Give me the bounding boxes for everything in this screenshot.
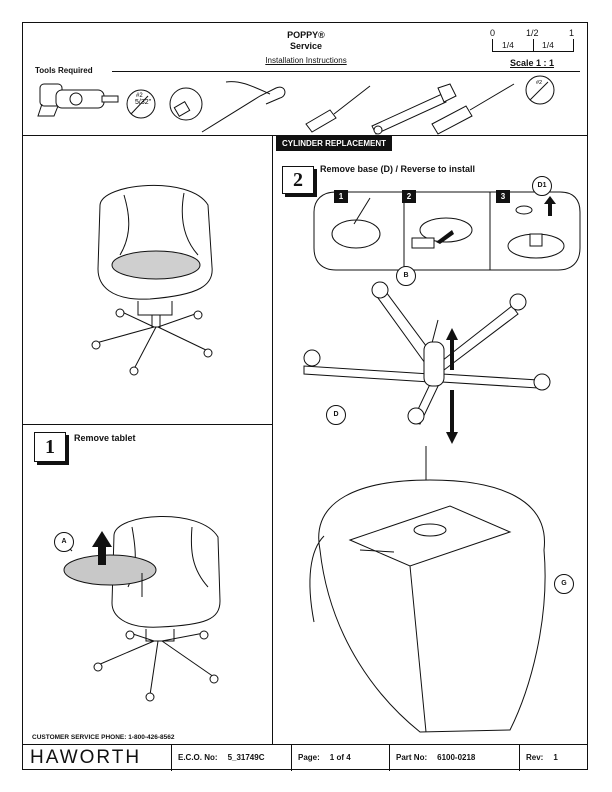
screwdriver-icon [305, 85, 371, 133]
substep-2-badge: 2 [402, 190, 416, 203]
detail-panel-illustration [313, 191, 581, 271]
page-label: Page: [298, 752, 320, 762]
chair-overview-illustration [91, 184, 213, 376]
chair-base-illustration [303, 281, 551, 444]
phillips-screwdriver-icon: #2 [431, 75, 555, 135]
step-2-number: 2 [282, 166, 314, 194]
section-banner: CYLINDER REPLACEMENT [276, 136, 393, 151]
callout-g: G [554, 574, 574, 594]
rev-value: 1 [553, 752, 558, 762]
substep-1-badge: 1 [334, 190, 348, 203]
part-label: Part No: [396, 752, 428, 762]
page-value: 1 of 4 [329, 752, 351, 762]
tools-divider [112, 71, 580, 72]
scale-sub-tick-right: 1/4 [542, 40, 554, 50]
allen-bit-label: 5/32" [135, 99, 152, 106]
scale-ruler: 0 1/2 1 1/4 1/4 Scale 1 : 1 [486, 28, 581, 72]
allen-wrench-icon [201, 81, 286, 133]
callout-b: B [396, 266, 416, 286]
callout-d: D [326, 405, 346, 425]
revision-cell: Rev: 1 [520, 745, 586, 771]
callout-a: A [54, 532, 74, 552]
up-arrow-icon [446, 328, 458, 370]
screwdriver-bit-label: #2 [536, 80, 542, 86]
pipe-wrench-icon [371, 83, 457, 135]
document-title: POPPY® Service [200, 30, 412, 52]
tools-required-label: Tools Required [35, 66, 93, 75]
document-type: Service [289, 41, 323, 51]
left-column-divider [22, 424, 272, 425]
title-block: HAWORTH E.C.O. No: 5_31749C Page: 1 of 4 P… [22, 744, 588, 771]
eco-label: E.C.O. No: [178, 752, 218, 762]
eco-number-cell: E.C.O. No: 5_31749C [172, 744, 292, 771]
page-frame [22, 22, 588, 770]
scale-bar [492, 39, 574, 52]
scale-tick-0: 0 [490, 28, 496, 38]
phillips-bit-label: #2 [136, 93, 143, 99]
tools-bottom-divider [22, 135, 588, 136]
part-number-cell: Part No: 6100-0218 [390, 744, 520, 771]
document-subtitle: Installation Instructions [265, 56, 347, 65]
part-value: 6100-0218 [437, 752, 476, 762]
tools-illustration: #2 5/32" #2 [37, 75, 555, 135]
customer-service-phone: CUSTOMER SERVICE PHONE: 1-800-426-8562 [32, 734, 175, 741]
rev-label: Rev: [526, 752, 544, 762]
lift-arrow-icon [92, 531, 112, 565]
callout-d1: D1 [532, 176, 552, 196]
eco-value: 5_31749C [227, 752, 265, 762]
remove-tablet-illustration [63, 516, 221, 702]
substep-3-badge: 3 [496, 190, 510, 203]
scale-sub-tick-left: 1/4 [502, 40, 514, 50]
page-number-cell: Page: 1 of 4 [292, 744, 390, 771]
down-arrow-icon [446, 390, 458, 444]
column-divider [272, 135, 273, 744]
power-drill-icon [37, 83, 119, 117]
seat-shell-illustration [309, 446, 546, 733]
scale-tick-1: 1 [569, 28, 575, 38]
allen-bit-icon: 5/32" [135, 87, 203, 121]
step-1-number: 1 [34, 432, 66, 462]
scale-label: Scale 1 : 1 [510, 58, 555, 68]
phillips-bit-icon: #2 [126, 89, 156, 119]
scale-tick-half: 1/2 [526, 28, 539, 38]
haworth-logo: HAWORTH [22, 744, 172, 771]
step-1-text: Remove tablet [74, 433, 136, 443]
step-2-text: Remove base (D) / Reverse to install [320, 164, 476, 174]
product-name: POPPY® [287, 30, 325, 40]
